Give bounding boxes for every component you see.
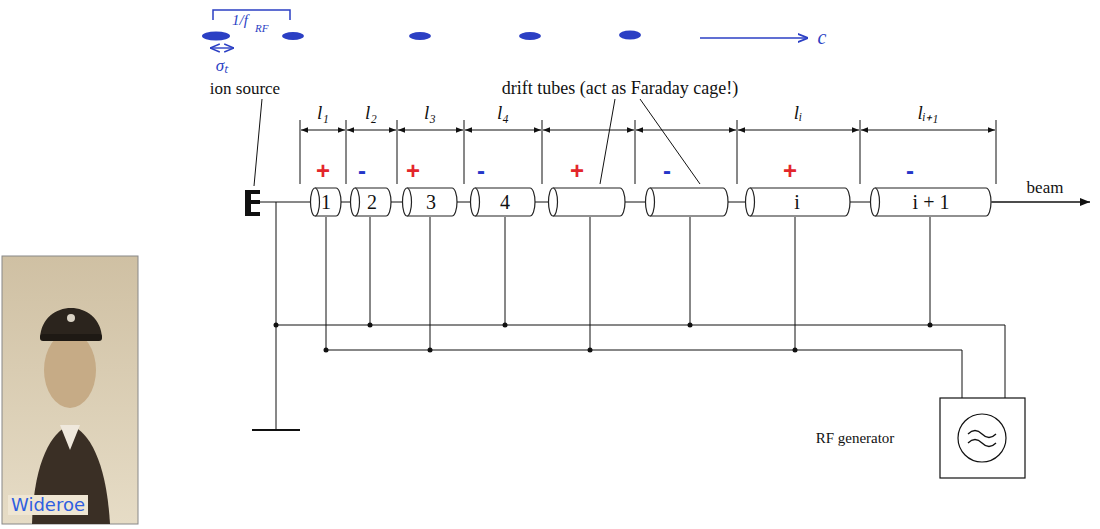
tube-number: 4 <box>500 192 510 212</box>
bunch <box>282 32 304 40</box>
leader-line <box>254 99 262 186</box>
tube-mouth <box>746 188 755 216</box>
drift-tube: -4 <box>470 187 536 217</box>
polarity-sign: + <box>783 159 797 183</box>
tube-mouth <box>351 188 360 216</box>
portrait-cap <box>40 308 102 338</box>
tube-mouth <box>871 188 880 216</box>
portrait-face <box>44 332 96 408</box>
tube-number: 1 <box>321 192 331 212</box>
tube-body <box>875 188 991 216</box>
portrait-cap-visor <box>40 334 102 341</box>
dimension-label: l₃ <box>424 103 436 122</box>
tube-number: 2 <box>367 192 377 212</box>
handwritten-period: 1/f <box>232 13 248 28</box>
dimension-label: lᵢ₊₁ <box>918 103 939 122</box>
drift-tube-outline <box>548 187 626 217</box>
tube-number: 3 <box>426 192 436 212</box>
tube-mouth <box>646 188 655 216</box>
drift-tube: +i <box>745 187 851 217</box>
beam-label: beam <box>1027 179 1064 196</box>
part-label: ion source <box>210 80 280 97</box>
dimension-label: l₁ <box>317 103 329 122</box>
tube-mouth <box>311 188 320 216</box>
dimension-label: lᵢ <box>794 103 802 122</box>
tube-number: i <box>794 192 800 212</box>
ac-source-symbol <box>958 414 1006 462</box>
drift-tube: +1 <box>310 187 342 217</box>
tube-body <box>650 188 728 216</box>
polarity-sign: + <box>316 159 330 183</box>
tube-body <box>475 188 535 216</box>
part-label: drift tubes (act as Faraday cage!) <box>502 79 738 97</box>
dimension-ticks <box>300 120 996 184</box>
junction-dots <box>274 323 933 353</box>
ground-symbol <box>252 429 300 431</box>
tube-body <box>407 188 457 216</box>
drift-tube: + <box>548 187 626 217</box>
dimension-label: l₄ <box>497 103 509 122</box>
tube-body <box>750 188 850 216</box>
dimension-arrows <box>301 130 995 131</box>
tube-mouth <box>471 188 480 216</box>
leader-line <box>600 99 615 184</box>
handwritten-bunch-length: σₜ <box>216 57 228 74</box>
polarity-sign: - <box>906 159 914 183</box>
drift-tube: +3 <box>402 187 458 217</box>
bunch <box>409 32 431 40</box>
tube-mouth <box>549 188 558 216</box>
handwritten-subscript: RF <box>255 23 268 34</box>
ac-wave-symbol <box>968 431 996 447</box>
ion-source-symbol <box>245 190 260 216</box>
period-bracket <box>213 10 290 20</box>
drift-tube-outline <box>645 187 729 217</box>
polarity-sign: + <box>570 159 584 183</box>
polarity-sign: - <box>358 159 366 183</box>
rf-wiring <box>276 217 1005 398</box>
drift-tube: -i + 1 <box>870 187 992 217</box>
dimension-label: l₂ <box>365 103 377 122</box>
tube-number: i + 1 <box>913 192 950 212</box>
polarity-sign: + <box>406 159 420 183</box>
portrait-collar <box>60 425 80 450</box>
rf-generator-box <box>940 398 1025 478</box>
polarity-sign: - <box>663 159 671 183</box>
tube-body <box>355 188 391 216</box>
portrait-caption: Wideroe <box>8 495 88 515</box>
bunch <box>619 31 641 40</box>
bunch <box>519 32 541 40</box>
bunch <box>202 32 230 41</box>
polarity-sign: - <box>477 159 485 183</box>
portrait-cap-badge <box>67 314 75 322</box>
drift-tube: - <box>645 187 729 217</box>
leader-line <box>640 99 700 184</box>
tube-mouth <box>403 188 412 216</box>
handwritten-speed: c <box>818 27 827 47</box>
drift-tube: -2 <box>350 187 392 217</box>
velocity-arrow <box>700 37 808 39</box>
bunch-length-arrow <box>210 47 234 48</box>
beam-arrow <box>992 201 1090 202</box>
portrait-photo <box>2 256 138 524</box>
rf-generator-label: RF generator <box>816 431 895 446</box>
tube-body <box>553 188 625 216</box>
ground-wire <box>276 202 277 430</box>
